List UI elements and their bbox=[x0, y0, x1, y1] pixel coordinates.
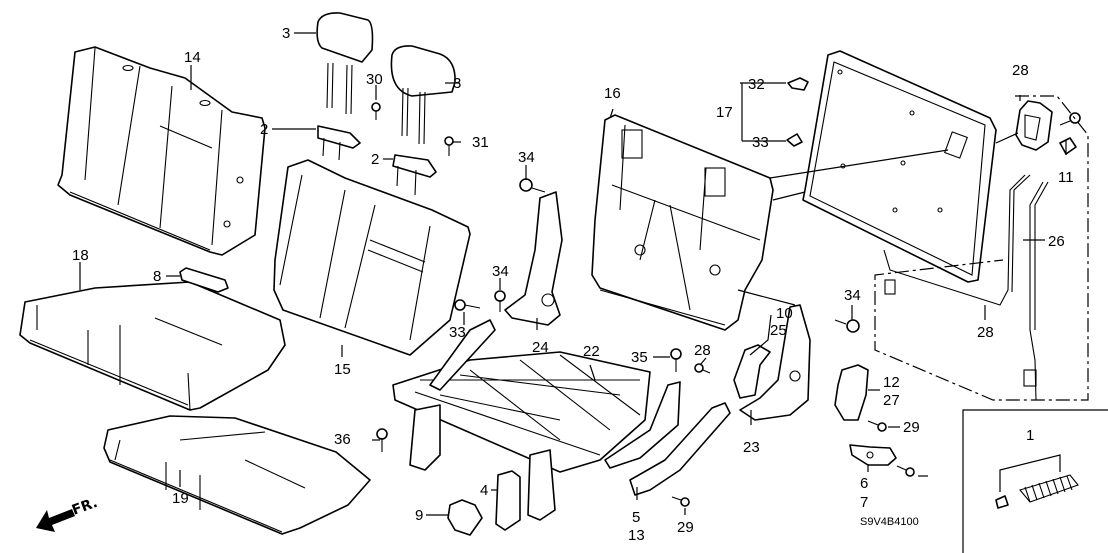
part-29-screw-b[interactable] bbox=[444, 136, 454, 156]
callout-28c[interactable]: 29 bbox=[677, 519, 694, 536]
part-6-cushion-lid[interactable] bbox=[179, 267, 229, 293]
callout-34b[interactable]: 35 bbox=[631, 349, 648, 366]
part-2-guide-right[interactable] bbox=[392, 154, 437, 196]
part-22-cable[interactable] bbox=[1023, 181, 1049, 401]
callout-28a[interactable]: 28 bbox=[694, 342, 711, 359]
callout-33b[interactable]: 34 bbox=[844, 287, 861, 304]
part-28-screw-a[interactable] bbox=[694, 363, 711, 374]
callout-2b[interactable]: 2 bbox=[371, 151, 379, 168]
callout-14[interactable]: 14 bbox=[184, 49, 201, 66]
callout-23[interactable]: 28 bbox=[977, 324, 994, 341]
callout-16[interactable]: 16 bbox=[604, 85, 621, 102]
part-8-hinge-bracket[interactable] bbox=[504, 191, 563, 326]
part-28-screw-c[interactable] bbox=[671, 496, 690, 507]
callout-12[interactable]: 6 bbox=[860, 475, 868, 492]
callout-8[interactable]: 24 bbox=[532, 339, 549, 356]
part-10-25-hinge-cover[interactable] bbox=[834, 364, 869, 421]
callout-3a[interactable]: 3 bbox=[282, 25, 290, 42]
callout-18[interactable]: 18 bbox=[72, 247, 89, 264]
part-18-cushion-cover[interactable] bbox=[19, 281, 286, 411]
callout-28b[interactable]: 29 bbox=[903, 419, 920, 436]
callout-32[interactable]: 33 bbox=[449, 324, 466, 341]
callout-26[interactable]: 28 bbox=[1012, 62, 1029, 79]
kit-inset-box bbox=[962, 409, 1108, 553]
callout-27[interactable]: 7 bbox=[860, 494, 868, 511]
part-33-bolt-b[interactable] bbox=[834, 319, 860, 333]
front-direction-label: FR. bbox=[70, 495, 100, 519]
callout-34a[interactable]: 34 bbox=[492, 263, 509, 280]
part-3-headrest-left[interactable] bbox=[316, 12, 374, 115]
part-33-bolt-a[interactable] bbox=[519, 178, 546, 193]
part-28-screw-b[interactable] bbox=[867, 420, 887, 432]
callout-29b[interactable]: 31 bbox=[472, 134, 489, 151]
part-16-seatback-frame[interactable] bbox=[591, 114, 774, 331]
callout-7[interactable]: 9 bbox=[415, 507, 423, 524]
leader-lines bbox=[79, 32, 1067, 516]
part-14-seatback-cover[interactable] bbox=[57, 46, 266, 256]
part-17-back-panel[interactable] bbox=[802, 50, 997, 283]
part-7-bracket-cover[interactable] bbox=[447, 499, 483, 536]
callout-17[interactable]: 17 bbox=[716, 104, 733, 121]
callout-5[interactable]: 5 bbox=[632, 509, 640, 526]
part-11-clip[interactable] bbox=[1059, 137, 1077, 155]
callout-4[interactable]: 4 bbox=[480, 482, 488, 499]
callout-1[interactable]: 1 bbox=[1026, 427, 1034, 444]
part-30-clip[interactable] bbox=[787, 77, 809, 91]
callout-22[interactable]: 26 bbox=[1048, 233, 1065, 250]
part-12-27-lever[interactable] bbox=[849, 444, 897, 466]
callout-30[interactable]: 32 bbox=[748, 76, 765, 93]
part-19-cushion-pad[interactable] bbox=[103, 415, 371, 535]
part-4-cover[interactable] bbox=[495, 470, 521, 531]
callout-29a[interactable]: 30 bbox=[366, 71, 383, 88]
callout-2a[interactable]: 2 bbox=[260, 121, 268, 138]
part-23-cable[interactable] bbox=[883, 174, 1031, 306]
front-direction-arrow-icon bbox=[36, 509, 75, 532]
part-29-screw-a[interactable] bbox=[371, 102, 381, 120]
part-21-recliner[interactable] bbox=[739, 304, 811, 421]
part-31-clip[interactable] bbox=[786, 133, 803, 147]
part-32-bolt[interactable] bbox=[454, 299, 481, 311]
callout-11[interactable]: 11 bbox=[1058, 169, 1074, 186]
callout-15[interactable]: 15 bbox=[334, 361, 351, 378]
part-36-screw[interactable] bbox=[1059, 112, 1081, 126]
diagram-code: S9V4B4100 bbox=[860, 516, 919, 528]
callout-25[interactable]: 27 bbox=[883, 392, 900, 409]
callout-33a[interactable]: 34 bbox=[518, 149, 535, 166]
callout-21[interactable]: 23 bbox=[743, 439, 760, 456]
part-34-bolt-c[interactable] bbox=[376, 428, 388, 452]
part-3-headrest-right[interactable] bbox=[390, 45, 456, 145]
callout-3b[interactable]: 3 bbox=[453, 75, 461, 92]
callout-10[interactable]: 12 bbox=[883, 374, 900, 391]
callout-31[interactable]: 33 bbox=[752, 134, 769, 151]
part-2-guide-left[interactable] bbox=[317, 125, 361, 161]
callout-24[interactable]: 25 bbox=[770, 322, 787, 339]
part-26-release-handle[interactable] bbox=[1015, 100, 1053, 151]
callout-19[interactable]: 19 bbox=[172, 490, 189, 507]
part-15-seatback-pad[interactable] bbox=[273, 159, 471, 356]
group-boundary bbox=[874, 95, 1089, 401]
part-1-clip-set[interactable] bbox=[995, 454, 1079, 509]
part-34-bolt-b[interactable] bbox=[670, 348, 682, 372]
part-20-cushion-frame[interactable] bbox=[392, 319, 681, 521]
part-35-screw[interactable] bbox=[896, 465, 915, 477]
callout-20[interactable]: 22 bbox=[583, 343, 600, 360]
part-34-bolt-a[interactable] bbox=[494, 290, 506, 312]
part-5-13-rail-cover[interactable] bbox=[629, 402, 731, 496]
callout-6[interactable]: 8 bbox=[153, 268, 161, 285]
callout-13[interactable]: 13 bbox=[628, 527, 645, 544]
callout-9[interactable]: 10 bbox=[776, 305, 793, 322]
callout-34c[interactable]: 36 bbox=[334, 431, 351, 448]
